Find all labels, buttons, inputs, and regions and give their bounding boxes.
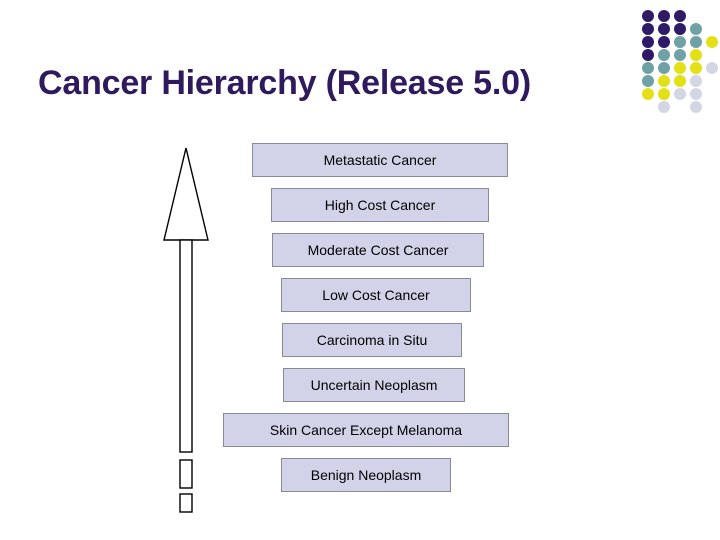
decoration-dot [658, 10, 670, 22]
hierarchy-box[interactable]: Carcinoma in Situ [282, 323, 462, 357]
decoration-dot [658, 88, 670, 100]
corner-dot-decoration [622, 0, 720, 130]
decoration-dot [658, 49, 670, 61]
decoration-dot [642, 10, 654, 22]
decoration-dot [706, 62, 718, 74]
hierarchy-box[interactable]: Uncertain Neoplasm [283, 368, 465, 402]
decoration-dot [690, 88, 702, 100]
decoration-dot [658, 101, 670, 113]
decoration-dot [642, 49, 654, 61]
decoration-dot [658, 36, 670, 48]
decoration-dot [674, 88, 686, 100]
hierarchy-box[interactable]: High Cost Cancer [271, 188, 489, 222]
decoration-dot [690, 49, 702, 61]
hierarchy-box[interactable]: Moderate Cost Cancer [272, 233, 484, 267]
hierarchy-row: Low Cost Cancer [0, 278, 720, 323]
decoration-dot [658, 62, 670, 74]
decoration-dot [674, 49, 686, 61]
decoration-dot [674, 62, 686, 74]
decoration-dot [642, 36, 654, 48]
decoration-dot [674, 36, 686, 48]
hierarchy-row: Skin Cancer Except Melanoma [0, 413, 720, 458]
severity-arrow-up [160, 140, 230, 520]
decoration-dot [690, 23, 702, 35]
hierarchy-row: Uncertain Neoplasm [0, 368, 720, 413]
decoration-dot [674, 75, 686, 87]
decoration-dot [642, 23, 654, 35]
hierarchy-box[interactable]: Low Cost Cancer [281, 278, 471, 312]
arrow-tail-segment [179, 459, 193, 489]
decoration-dot [690, 62, 702, 74]
hierarchy-row: Metastatic Cancer [0, 143, 720, 188]
decoration-dot [658, 75, 670, 87]
decoration-dot [690, 75, 702, 87]
arrow-tail-segment [179, 493, 193, 513]
hierarchy-box[interactable]: Benign Neoplasm [281, 458, 451, 492]
hierarchy-box[interactable]: Metastatic Cancer [252, 143, 508, 177]
severity-arrow-icon [163, 147, 209, 513]
hierarchy-row: Moderate Cost Cancer [0, 233, 720, 278]
decoration-dot [690, 36, 702, 48]
decoration-dot [674, 10, 686, 22]
decoration-dot [642, 62, 654, 74]
hierarchy-box[interactable]: Skin Cancer Except Melanoma [223, 413, 509, 447]
hierarchy-row: Benign Neoplasm [0, 458, 720, 503]
decoration-dot [690, 101, 702, 113]
hierarchy-row: Carcinoma in Situ [0, 323, 720, 368]
decoration-dot [674, 23, 686, 35]
hierarchy-row: High Cost Cancer [0, 188, 720, 233]
decoration-dot [658, 23, 670, 35]
decoration-dot [642, 75, 654, 87]
decoration-dot [706, 36, 718, 48]
page-title: Cancer Hierarchy (Release 5.0) [38, 64, 531, 102]
decoration-dot [642, 88, 654, 100]
arrow-shaft [179, 239, 193, 453]
